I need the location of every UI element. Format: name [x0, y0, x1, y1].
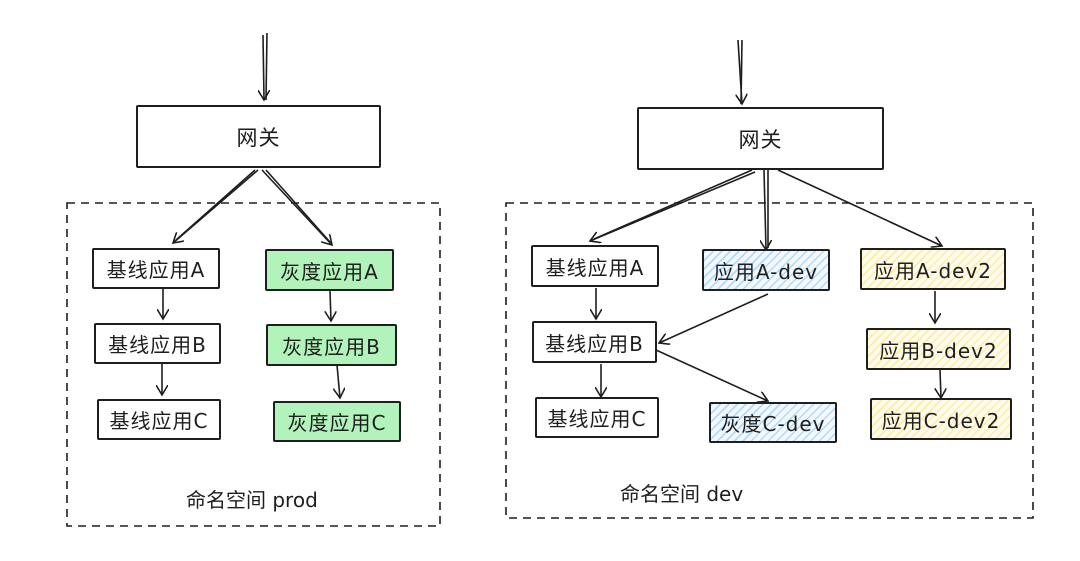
gateway-label: 网关	[236, 125, 281, 150]
arrow-gray-b-to-c	[337, 364, 340, 398]
arrow-incoming-right-2	[740, 39, 743, 105]
node-label: 基线应用A	[545, 255, 645, 280]
namespace-dev-container	[505, 202, 1034, 519]
arrow-gateway-to-baseline-a-left-2	[175, 169, 256, 241]
arrow-gray-a-to-b	[330, 290, 331, 321]
arrow-incoming-left	[263, 34, 264, 100]
gray-c-dev: 灰度C-dev	[709, 402, 837, 443]
node-label: 灰度应用C	[287, 411, 387, 435]
node-label: 应用C-dev2	[881, 408, 1001, 433]
app-a-dev2: 应用A-dev2	[860, 248, 1006, 290]
node-label: 基线应用B	[108, 333, 207, 357]
namespace-prod-label: 命名空间 prod	[186, 488, 318, 512]
baseline-app-b-dev: 基线应用B	[532, 321, 657, 363]
app-b-dev2: 应用B-dev2	[866, 328, 1011, 370]
arrow-gateway-to-baseline-a-right-2	[593, 169, 753, 240]
baseline-app-c-prod: 基线应用C	[97, 399, 221, 440]
baseline-app-c-dev: 基线应用C	[535, 397, 659, 438]
gateway-label: 网关	[738, 127, 783, 152]
node-label: 灰度应用B	[282, 334, 381, 359]
arrow-gateway-to-gray-a	[261, 169, 332, 245]
node-label: 应用A-dev	[713, 259, 819, 284]
arrow-gateway-to-app-a-dev2	[777, 169, 942, 246]
node-label: 基线应用A	[106, 258, 206, 282]
gray-app-b: 灰度应用B	[266, 324, 397, 366]
gateway-box-prod: 网关	[136, 105, 381, 168]
gray-app-c: 灰度应用C	[273, 401, 401, 442]
app-a-dev: 应用A-dev	[702, 249, 830, 291]
namespace-prod-container	[66, 202, 441, 527]
node-label: 基线应用C	[547, 407, 647, 431]
baseline-app-a-prod: 基线应用A	[92, 248, 220, 289]
node-label: 应用B-dev2	[879, 338, 998, 363]
arrow-gateway-to-gray-a-2	[265, 169, 331, 243]
node-label: 灰度C-dev	[720, 412, 826, 436]
arrow-app-b-dev2-to-c-dev2	[940, 369, 941, 398]
baseline-app-a-dev: 基线应用A	[531, 245, 659, 287]
namespace-dev-label: 命名空间 dev	[620, 482, 744, 506]
node-label: 灰度应用A	[280, 259, 379, 284]
gray-app-a: 灰度应用A	[265, 249, 394, 291]
arrow-baseline-b-to-gray-c-dev	[655, 349, 768, 401]
baseline-app-b-prod: 基线应用B	[94, 323, 221, 364]
node-label: 基线应用C	[109, 409, 209, 433]
arrow-incoming-left-2	[265, 32, 268, 101]
arrow-gateway-to-app-a-dev	[764, 169, 766, 250]
arrow-app-a-dev-to-baseline-b	[659, 293, 769, 343]
app-c-dev2: 应用C-dev2	[870, 398, 1012, 440]
node-label: 基线应用B	[545, 331, 644, 356]
gateway-box-dev: 网关	[637, 107, 884, 170]
node-label: 应用A-dev2	[873, 258, 993, 283]
